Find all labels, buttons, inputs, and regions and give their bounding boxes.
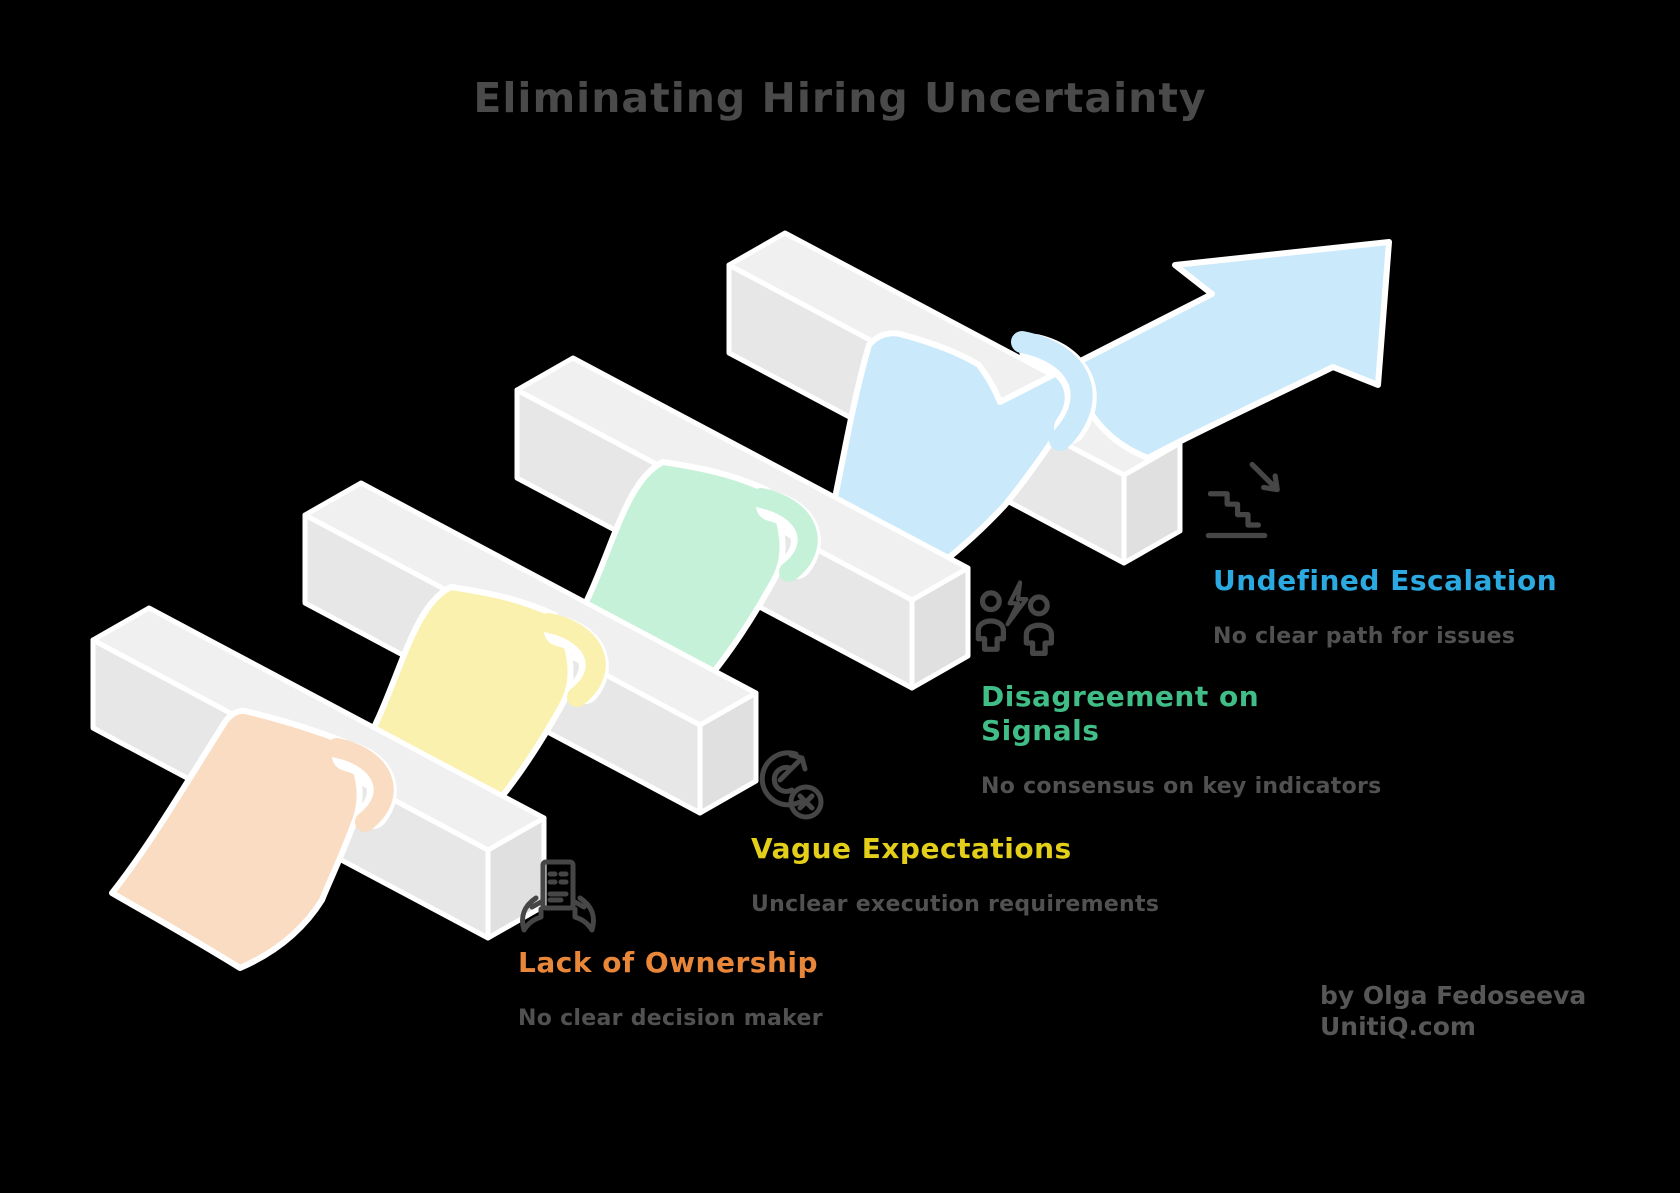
step-label: Undefined Escalation: [1213, 564, 1558, 597]
step-vague-expectations: Vague Expectations Unclear execution req…: [751, 832, 1160, 918]
step-disagreement-on-signals: Disagreement on Signals No consensus on …: [981, 680, 1382, 800]
ribbon-curl-2: [751, 488, 818, 582]
attribution-author: by Olga Fedoseeva: [1320, 981, 1587, 1010]
ribbon-arrow: [797, 239, 1392, 623]
document-in-hands-icon: [512, 850, 604, 942]
step-label: Lack of Ownership: [518, 946, 819, 979]
attribution-site: UnitiQ.com: [1320, 1012, 1476, 1042]
step-undefined-escalation: Undefined Escalation No clear path for i…: [1213, 564, 1613, 649]
step-lack-of-ownership: Lack of Ownership No clear decision make…: [518, 946, 858, 1031]
attribution: by Olga Fedoseeva UnitiQ.com: [1320, 980, 1586, 1043]
step-label: Disagreement on Signals: [981, 680, 1260, 748]
step-description: No consensus on key indicators: [981, 774, 1382, 800]
missed-target-icon: [744, 738, 836, 830]
step-label: Vague Expectations: [751, 832, 1072, 865]
ribbon-segment-0: [109, 707, 363, 971]
step-description: No clear path for issues: [1213, 624, 1516, 650]
ribbon-curl-1: [539, 613, 606, 707]
stairs-down-icon: [1200, 452, 1296, 548]
step-description: No clear decision maker: [518, 1006, 823, 1032]
people-conflict-icon: [970, 572, 1066, 668]
ribbon-curl-3: [1011, 331, 1093, 451]
page-title: Eliminating Hiring Uncertainty: [473, 74, 1207, 122]
ribbon-curl-0: [327, 738, 394, 832]
step-description: Unclear execution requirements: [751, 892, 1160, 918]
